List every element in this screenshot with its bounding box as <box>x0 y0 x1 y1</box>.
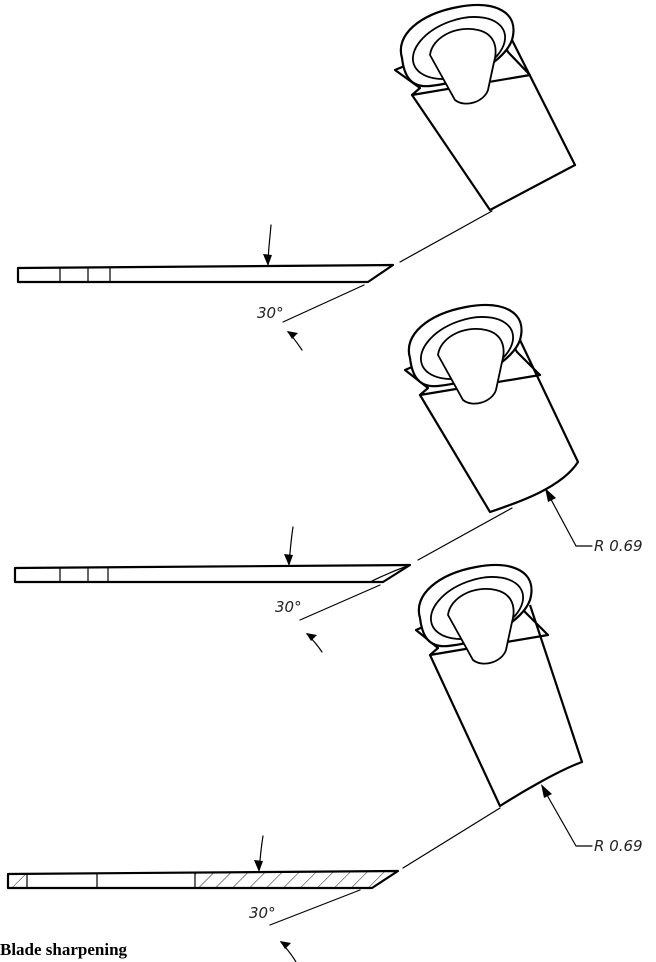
radius-label-2: R 0.69 <box>594 537 643 555</box>
tool-bore-inner-3 <box>447 588 515 665</box>
radius-label-3: R 0.69 <box>594 837 643 855</box>
angle-label-1: 30° <box>257 304 284 322</box>
blade-1 <box>16 263 395 284</box>
figure-caption: Blade sharpening <box>0 940 128 959</box>
angle-arrow-1-head <box>287 331 298 339</box>
blade-bevel-2 <box>369 564 411 583</box>
blade-hatch-right-3 <box>195 871 397 887</box>
force-arrow-top-3-head <box>254 860 263 872</box>
blade-outline-1 <box>16 263 395 284</box>
blade-2 <box>13 563 412 584</box>
radius-leader-2 <box>546 491 593 547</box>
tool-bore-inner-1 <box>429 28 497 105</box>
bevel-centerline-1 <box>399 210 493 263</box>
bevel-centerline-3 <box>402 807 501 869</box>
tool-bore-inner-2 <box>437 328 505 405</box>
blade-hatch-left-3 <box>9 875 27 887</box>
force-arrow-top-2-head <box>284 554 293 566</box>
radius-leader-2-head <box>545 488 556 502</box>
grinding-tool-1 <box>393 3 577 212</box>
angle-label-2: 30° <box>275 598 302 616</box>
angle-extension-1 <box>282 284 365 323</box>
view-3: 30° R 0.69 <box>6 563 643 962</box>
blade-outline-2 <box>13 563 412 584</box>
angle-label-3: 30° <box>249 904 276 922</box>
angle-arrow-2-head <box>306 633 317 641</box>
force-arrow-top-1-head <box>263 254 272 266</box>
grinding-tool-2 <box>403 303 580 514</box>
view-2: 30° R 0.69 <box>13 303 643 653</box>
angle-extension-2 <box>299 584 381 621</box>
grinding-tool-3 <box>414 563 584 808</box>
radius-leader-3-head <box>541 784 552 798</box>
angle-extension-3 <box>269 889 361 926</box>
bevel-centerline-2 <box>417 507 513 561</box>
angle-arrow-3-head <box>280 941 291 949</box>
blade-3 <box>6 869 400 890</box>
radius-leader-3 <box>542 787 593 847</box>
view-1: 30° <box>16 3 577 351</box>
